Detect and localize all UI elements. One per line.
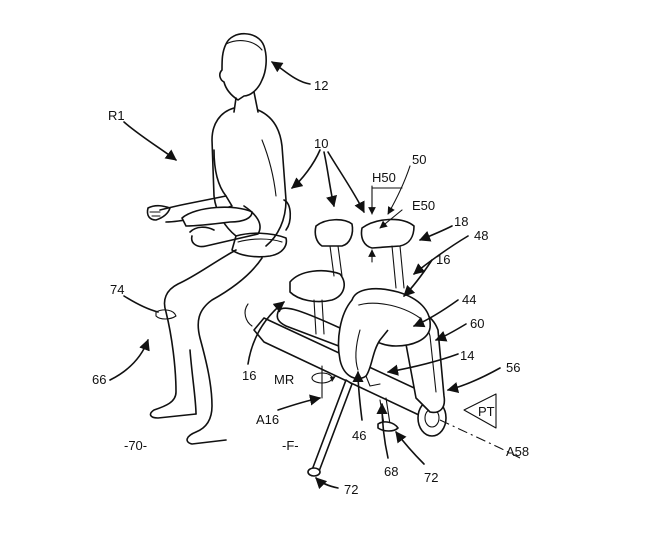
leader-74 (123, 295, 159, 313)
leader-56 (446, 367, 501, 393)
leader-10b (323, 151, 337, 208)
leader-12 (271, 61, 311, 85)
leader-48 (413, 235, 469, 275)
label-66: 66 (92, 372, 106, 387)
label-18: 18 (454, 214, 468, 229)
label-MR: MR (274, 372, 294, 387)
label-72-bottom: 72 (344, 482, 358, 497)
leader-46 (352, 370, 364, 421)
reference-labels: 12 R1 10 H50 50 E50 18 48 16 44 60 14 56… (92, 78, 529, 497)
leader-18 (418, 225, 453, 242)
label-F: -F- (282, 438, 299, 453)
leader-E50 (379, 209, 403, 229)
person-figure (146, 32, 292, 445)
leader-50 (387, 165, 411, 215)
label-60: 60 (470, 316, 484, 331)
label-44: 44 (462, 292, 476, 307)
leader-68 (376, 402, 389, 459)
label-16-left: 16 (242, 368, 256, 383)
label-68: 68 (384, 464, 398, 479)
leader-72-right (395, 431, 425, 465)
label-50: 50 (412, 152, 426, 167)
leader-66 (109, 338, 150, 381)
leader-lines (109, 61, 501, 490)
label-14: 14 (460, 348, 474, 363)
front-seat (307, 287, 431, 477)
label-12: 12 (314, 78, 328, 93)
label-46: 46 (352, 428, 366, 443)
rotation-symbol (311, 365, 336, 399)
pt-marker (463, 393, 497, 429)
leader-60 (434, 323, 467, 342)
label-74: 74 (110, 282, 124, 297)
leader-72-bottom (315, 477, 339, 490)
label-72-right: 72 (424, 470, 438, 485)
label-PT: PT (478, 404, 495, 419)
label-56: 56 (506, 360, 520, 375)
leader-R1 (123, 121, 177, 161)
label-H50: H50 (372, 170, 396, 185)
label-A16: A16 (256, 412, 279, 427)
leader-10c (327, 151, 365, 214)
leader-A16 (277, 394, 322, 411)
seat-units-10 (289, 218, 415, 335)
leader-16-left (247, 301, 285, 365)
label-70: -70- (124, 438, 147, 453)
leader-44 (412, 299, 459, 328)
label-E50: E50 (412, 198, 435, 213)
leader-14 (386, 353, 459, 376)
label-R1: R1 (108, 108, 125, 123)
label-16-right: 16 (436, 252, 450, 267)
label-A58: A58 (506, 444, 529, 459)
label-10: 10 (314, 136, 328, 151)
label-48: 48 (474, 228, 488, 243)
leader-16-right (403, 259, 433, 297)
leader-10a (291, 149, 321, 189)
